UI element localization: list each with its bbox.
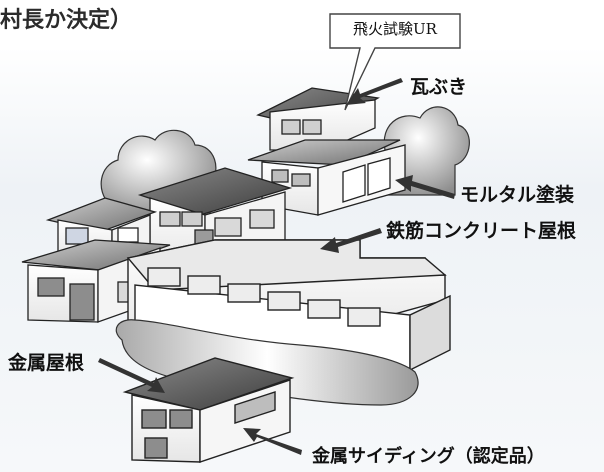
- house-left: [21, 197, 171, 323]
- callout-balloon: [329, 13, 461, 111]
- house-metal: [122, 357, 295, 463]
- page-heading: 村長か決定）: [0, 8, 133, 33]
- house-kawara: [247, 87, 406, 216]
- label-metal-siding: 金属サイディング（認定品）: [312, 446, 545, 467]
- rc-building: [126, 239, 451, 372]
- callout-text: 飛火試験UR: [353, 20, 437, 38]
- label-metal-roof: 金属屋根: [8, 352, 85, 374]
- label-kawara: 瓦ぶき: [410, 76, 468, 98]
- label-rc-roof: 鉄筋コンクリート屋根: [386, 220, 577, 242]
- label-mortar: モルタル塗装: [460, 184, 575, 206]
- arrows: [98, 78, 455, 455]
